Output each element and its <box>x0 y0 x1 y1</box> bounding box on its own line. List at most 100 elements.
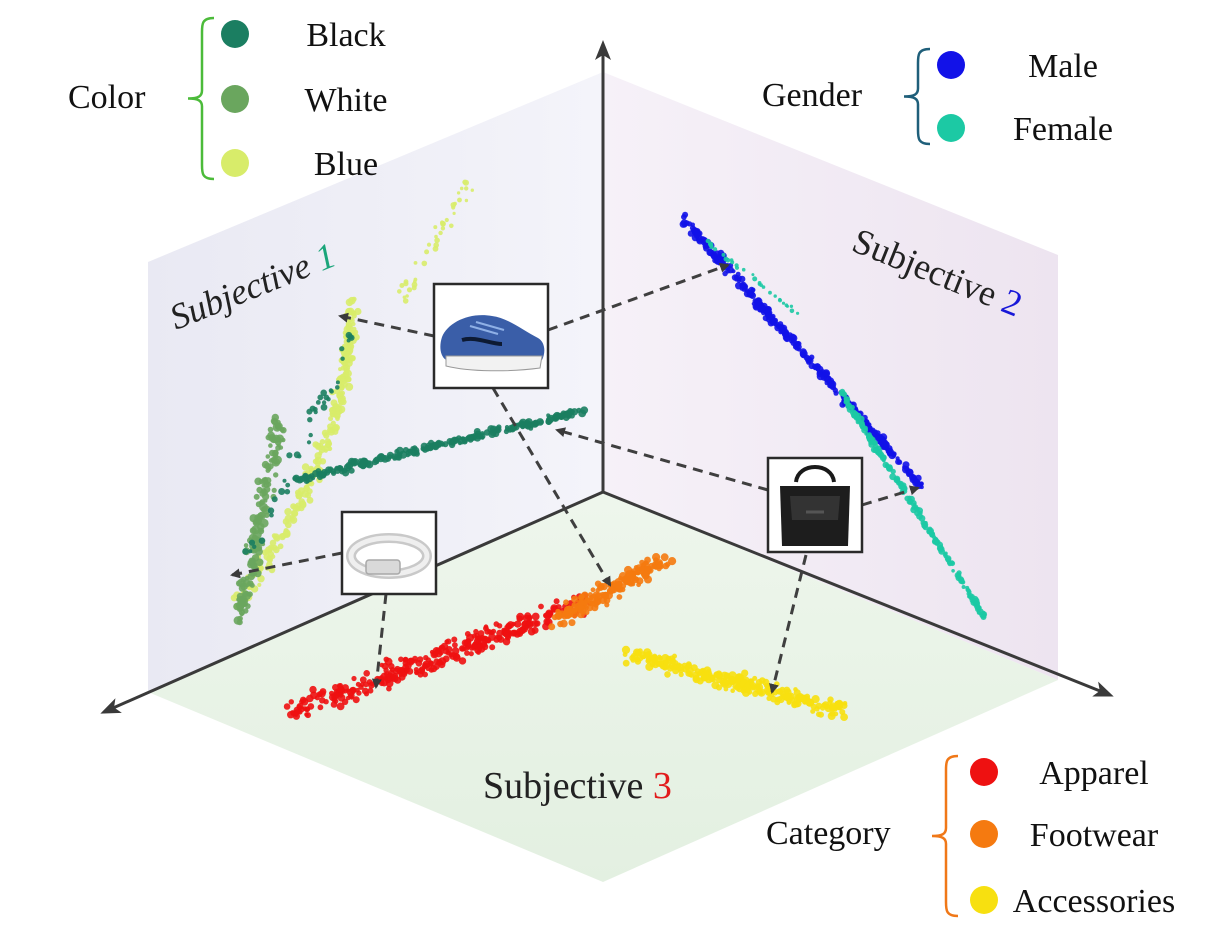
subjective3-point-accessories <box>842 701 848 706</box>
subjective3-point-apparel <box>490 628 497 635</box>
subjective3-point-accessories <box>700 672 709 681</box>
subjective2-point-female <box>862 425 868 431</box>
subjective3-point-accessories <box>770 695 777 703</box>
subjective3-point-accessories <box>763 682 770 689</box>
subjective3-point-apparel <box>463 639 472 648</box>
subjective3-point-accessories <box>836 700 844 708</box>
subjective3-point-apparel <box>341 698 349 705</box>
subjective3-point-accessories <box>791 701 798 709</box>
bracelet-thumbnail <box>340 510 438 596</box>
subjective3-point-accessories <box>720 671 729 680</box>
category-legend-label-apparel: Apparel <box>1039 755 1149 792</box>
subjective1-point-blue <box>332 410 341 419</box>
subjective3-point-apparel <box>336 702 345 711</box>
subjective1-point-white <box>279 427 285 433</box>
subjective1-point-black <box>453 437 458 442</box>
subjective1-point-blue <box>328 416 334 422</box>
subjective3-point-footwear <box>614 581 622 589</box>
subjective3-point-accessories <box>678 671 684 678</box>
subjective1-point-black <box>340 356 345 361</box>
sneaker-thumbnail <box>432 282 550 390</box>
handbag-to-s2-arrow <box>861 485 920 507</box>
subjective1-point-black <box>576 407 582 413</box>
subjective1-point-white <box>253 493 260 500</box>
subjective2-point-female <box>713 247 718 252</box>
subjective1-point-white <box>272 449 279 457</box>
subjective3-point-apparel <box>473 637 481 645</box>
subjective1-point-black <box>310 476 316 481</box>
subjective1-point-white <box>259 490 266 497</box>
subjective2-point-female <box>956 572 961 578</box>
subjective1-point-white <box>249 582 255 588</box>
gender-legend-marker-male <box>937 51 965 79</box>
subjective2-point-male <box>694 230 702 238</box>
subjective1-point-black <box>297 475 305 483</box>
subjective3-point-apparel <box>459 645 466 652</box>
subjective1-point-white <box>265 454 271 459</box>
subjective3-point-accessories <box>723 686 729 692</box>
subjective3-point-apparel <box>527 620 534 627</box>
subjective1-scatter <box>230 179 589 626</box>
subjective2-point-female <box>721 252 726 257</box>
subjective3-point-apparel <box>288 699 294 705</box>
subjective3-point-footwear <box>586 604 594 612</box>
subjective1-point-blue <box>230 594 238 602</box>
subjective1-point-blue <box>284 508 292 516</box>
subjective3-point-apparel <box>423 655 429 661</box>
subjective1-point-blue <box>399 283 405 288</box>
right-axis <box>602 490 1114 697</box>
subjective1-point-white <box>259 518 269 528</box>
subjective2-point-male <box>895 458 902 465</box>
subjective1-point-white <box>257 511 266 520</box>
subjective3-point-apparel <box>352 696 360 704</box>
subjective2-point-female <box>859 420 864 425</box>
subjective1-point-blue <box>301 490 310 498</box>
subjective3-point-apparel <box>305 712 311 719</box>
subjective3-point-accessories <box>786 700 792 705</box>
subjective3-point-footwear <box>640 566 645 571</box>
subjective3-point-apparel <box>338 683 343 688</box>
subjective2-point-male <box>788 333 797 342</box>
subjective3-point-apparel <box>398 656 404 663</box>
subjective2-point-female <box>970 597 976 602</box>
subjective3-point-accessories <box>840 713 848 721</box>
subjective3-point-accessories <box>649 661 656 668</box>
subjective1-point-white <box>242 591 252 600</box>
subjective3-point-apparel <box>489 644 496 651</box>
subjective1-point-blue <box>337 393 344 401</box>
subjective3-point-accessories <box>793 687 798 692</box>
subjective2-point-male <box>739 282 746 289</box>
subjective2-point-male <box>770 313 776 320</box>
subjective3-point-accessories <box>666 664 674 672</box>
subjective2-point-female <box>961 585 966 589</box>
subjective1-point-blue <box>426 242 432 247</box>
subjective3-point-accessories <box>715 684 723 691</box>
subjective1-point-blue <box>434 234 438 239</box>
subjective3-point-accessories <box>669 657 677 665</box>
subjective3-point-apparel <box>511 621 516 627</box>
subjective1-point-blue <box>325 440 332 448</box>
subjective1-point-black <box>570 409 575 415</box>
category-legend-label-footwear: Footwear <box>1030 817 1159 854</box>
subjective1-point-black <box>306 408 313 415</box>
subjective1-point-blue <box>319 439 326 445</box>
subjective2-point-male <box>799 348 807 356</box>
subjective2-point-female <box>911 505 916 510</box>
subjective1-point-black <box>503 428 509 435</box>
subjective1-point-black <box>326 397 331 402</box>
bracelet-to-s3-arrow <box>371 593 388 689</box>
subjective3-point-apparel <box>355 687 360 693</box>
gender-legend-title: Gender <box>762 77 863 114</box>
subjective2-point-male <box>883 441 890 447</box>
subjective2-point-male <box>879 436 886 443</box>
subjective3-point-footwear <box>593 602 599 608</box>
subjective3-point-apparel <box>304 706 310 713</box>
subjective1-point-black <box>317 394 324 401</box>
subjective1-point-black <box>308 432 313 438</box>
subjective3-point-apparel <box>488 633 496 641</box>
subjective3-point-apparel <box>351 675 357 682</box>
subjective3-point-apparel <box>458 657 467 665</box>
subjective1-point-blue <box>345 350 351 356</box>
subjective3-point-apparel <box>290 710 295 715</box>
subjective2-point-male <box>895 456 900 461</box>
